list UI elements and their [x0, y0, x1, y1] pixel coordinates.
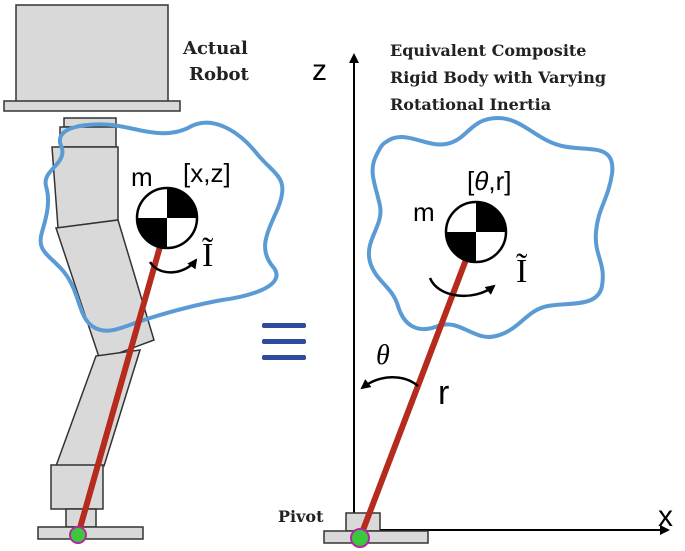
- right-inertia-label: Ĩ: [516, 253, 528, 290]
- right-title-line1: Equivalent Composite: [390, 41, 586, 60]
- left-rotation-arrow: [148, 258, 198, 274]
- robot-foot: [37, 526, 144, 540]
- theta-label: θ: [376, 340, 390, 371]
- robot-lower-leg: [54, 349, 142, 467]
- x-axis-label: x: [658, 500, 673, 533]
- equivalence-symbol: [262, 323, 306, 360]
- left-position-label: [x,z]: [183, 158, 231, 188]
- right-mass-label: m: [413, 197, 435, 227]
- right-pivot: [350, 528, 370, 548]
- right-rotation-arrow: [428, 277, 496, 298]
- right-rod: [357, 234, 478, 540]
- robot-torso: [15, 4, 169, 103]
- z-axis-label: z: [312, 54, 327, 87]
- right-inertia-blob: [366, 115, 615, 339]
- right-coord-label: [θ,r]: [467, 166, 511, 196]
- right-com-marker: [444, 200, 508, 264]
- left-mass-label: m: [131, 162, 153, 192]
- robot-torso-plate: [3, 100, 181, 112]
- right-pivot-plate: [323, 530, 429, 544]
- theta-angle-arc: [360, 376, 419, 390]
- robot-upper-leg: [55, 219, 155, 361]
- left-com-marker: [135, 186, 199, 250]
- actual-robot: Actual Robot m [x,z] Ĩ: [3, 4, 285, 544]
- pivot-label: Pivot: [278, 507, 324, 526]
- left-title-line1: Actual: [182, 38, 248, 59]
- left-pivot: [69, 526, 87, 544]
- right-title-line3: Rotational Inertia: [390, 95, 551, 114]
- left-inertia-label: Ĩ: [202, 237, 214, 274]
- left-title-line2: Robot: [189, 64, 250, 85]
- equivalent-body: Equivalent Composite Rigid Body with Var…: [278, 41, 673, 548]
- left-inertia-blob: [38, 120, 285, 333]
- left-rod: [75, 221, 170, 536]
- r-label: r: [438, 374, 449, 412]
- right-title-line2: Rigid Body with Varying: [390, 68, 606, 87]
